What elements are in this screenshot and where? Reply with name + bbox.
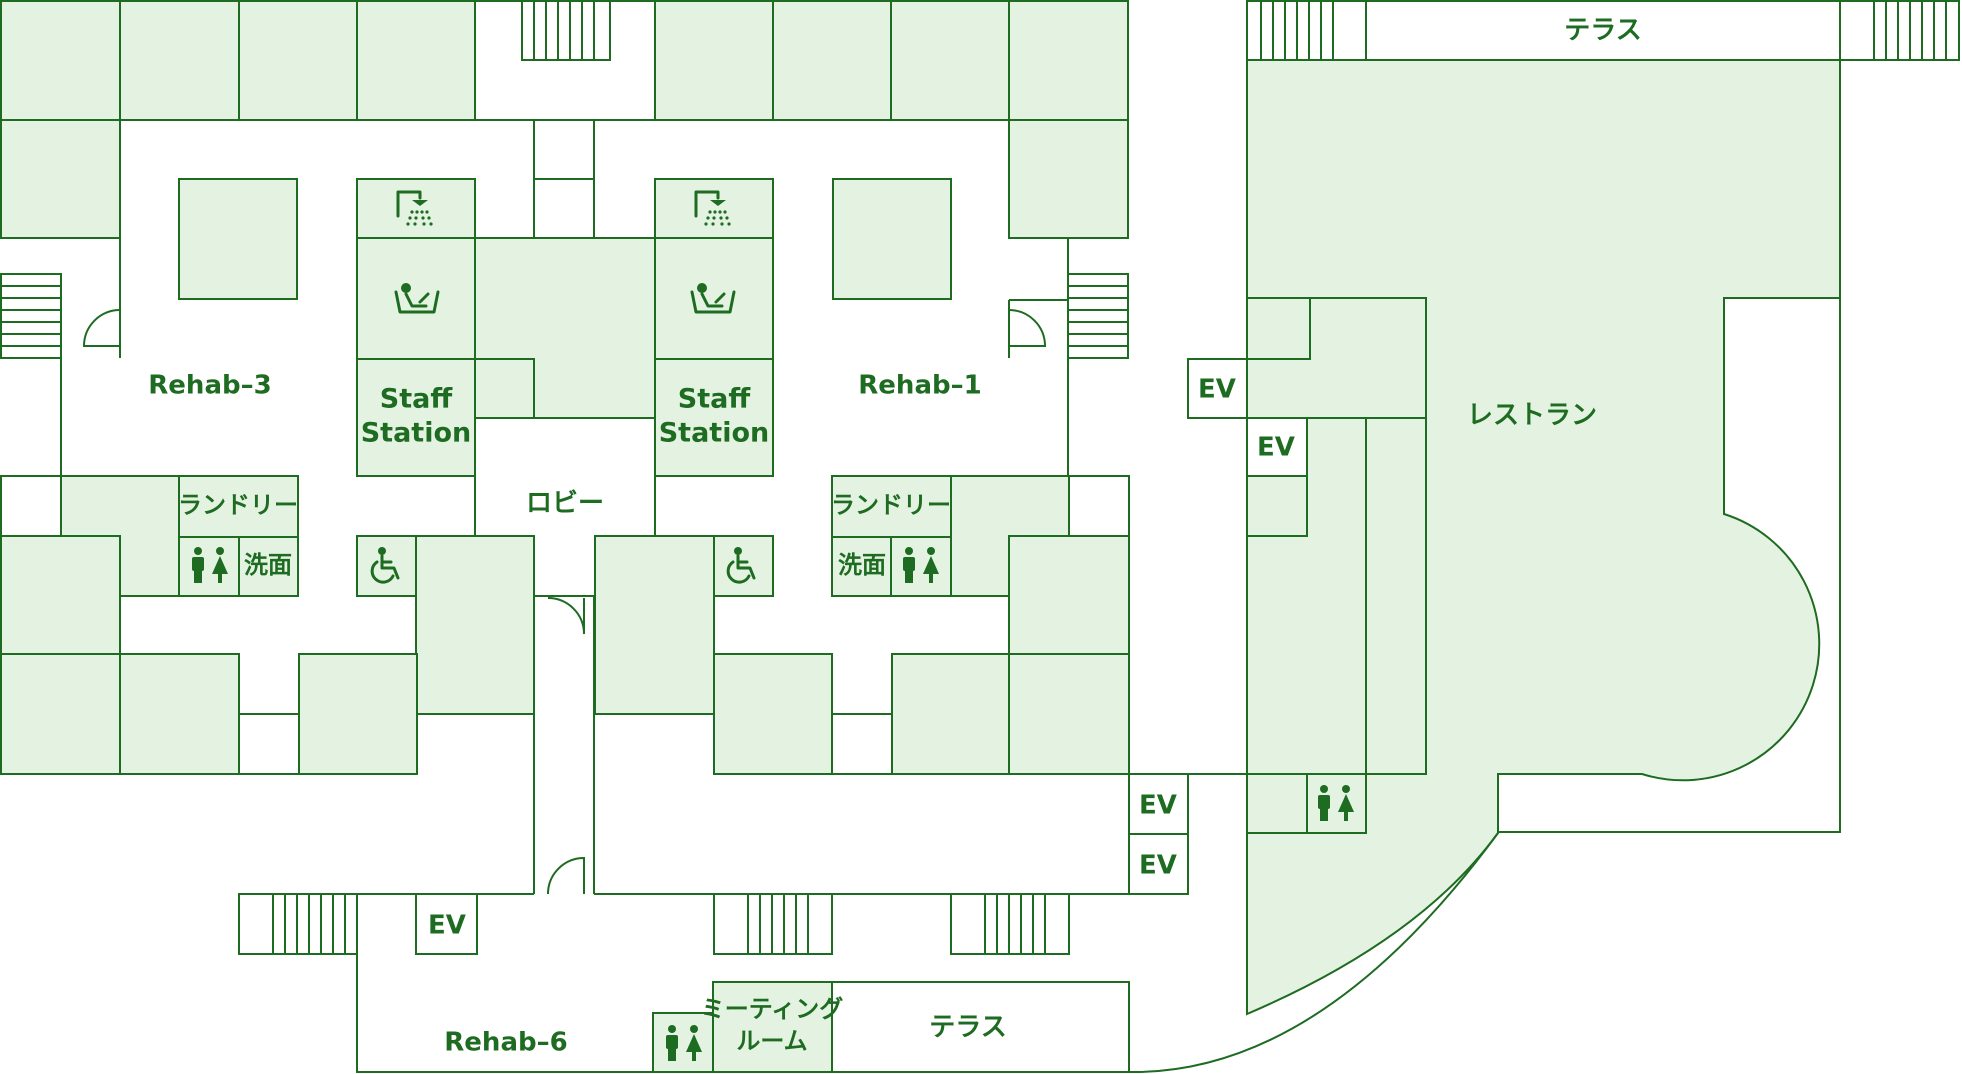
staff-station-right-line1: Staff bbox=[678, 384, 752, 415]
lobby-label: ロビー bbox=[526, 489, 604, 519]
room-block-lower-left bbox=[0, 475, 535, 775]
terrace-bottom-label: テラス bbox=[929, 1013, 1006, 1043]
restroom-restaurant bbox=[1306, 773, 1367, 834]
room-right-top bbox=[1008, 119, 1129, 239]
restaurant bbox=[1246, 59, 1841, 1016]
staff-station-right bbox=[654, 358, 774, 477]
shower-room-right bbox=[654, 178, 774, 239]
rehab3-label: Rehab–3 bbox=[148, 371, 271, 401]
rehab1-label: Rehab–1 bbox=[858, 371, 981, 401]
ev-label: EV bbox=[428, 911, 466, 941]
ev-label: EV bbox=[1257, 433, 1295, 463]
door-icon bbox=[547, 856, 585, 895]
bath-room-right bbox=[654, 237, 774, 360]
door-icon bbox=[547, 597, 585, 635]
elevator bbox=[1187, 358, 1248, 419]
room-block-top-left bbox=[0, 0, 1129, 121]
meeting-room bbox=[712, 981, 833, 1073]
stairs-icon bbox=[1246, 0, 1367, 61]
meeting-room-label-2: ルーム bbox=[736, 1027, 807, 1055]
laundry-right-label: ランドリー bbox=[831, 491, 951, 519]
stairs-icon bbox=[1839, 0, 1960, 61]
stairs-icon bbox=[238, 893, 358, 955]
door-icon bbox=[1008, 309, 1047, 347]
ev-label: EV bbox=[1139, 851, 1177, 881]
door-icon bbox=[82, 309, 121, 347]
room-left-small bbox=[178, 178, 298, 300]
elevator bbox=[1128, 833, 1189, 895]
staff-station-left-line1: Staff bbox=[380, 384, 454, 415]
stairs-icon bbox=[950, 893, 1070, 955]
staff-station-right-line2: Station bbox=[659, 418, 770, 449]
center-room bbox=[474, 237, 656, 419]
meeting-room-label-1: ミーティング bbox=[701, 995, 844, 1023]
ev-label: EV bbox=[1198, 375, 1236, 405]
stairs-icon bbox=[0, 273, 62, 359]
stairs-icon bbox=[1067, 273, 1129, 359]
washroom-right-label: 洗面 bbox=[838, 551, 886, 579]
terrace-top-label: テラス bbox=[1564, 16, 1641, 46]
elevator bbox=[1128, 773, 1189, 835]
bath-room-left bbox=[356, 237, 476, 360]
room-left-top bbox=[0, 119, 121, 239]
elevator bbox=[415, 893, 478, 955]
room-right-small bbox=[832, 178, 952, 300]
rehab6-label: Rehab–6 bbox=[444, 1028, 567, 1058]
washroom-left-label: 洗面 bbox=[244, 551, 292, 579]
elevator bbox=[1246, 417, 1308, 477]
stairs-icon bbox=[713, 893, 833, 955]
restroom-bottom bbox=[652, 1012, 714, 1073]
ev-label: EV bbox=[1139, 791, 1177, 821]
shower-room-left bbox=[356, 178, 476, 239]
stairs-icon bbox=[521, 0, 611, 61]
room-block-lower-right bbox=[594, 475, 1130, 775]
restaurant-label: レストラン bbox=[1467, 401, 1597, 431]
laundry-left-label: ランドリー bbox=[178, 491, 298, 519]
staff-station-left-line2: Station bbox=[361, 418, 472, 449]
staff-station-left bbox=[356, 358, 476, 477]
